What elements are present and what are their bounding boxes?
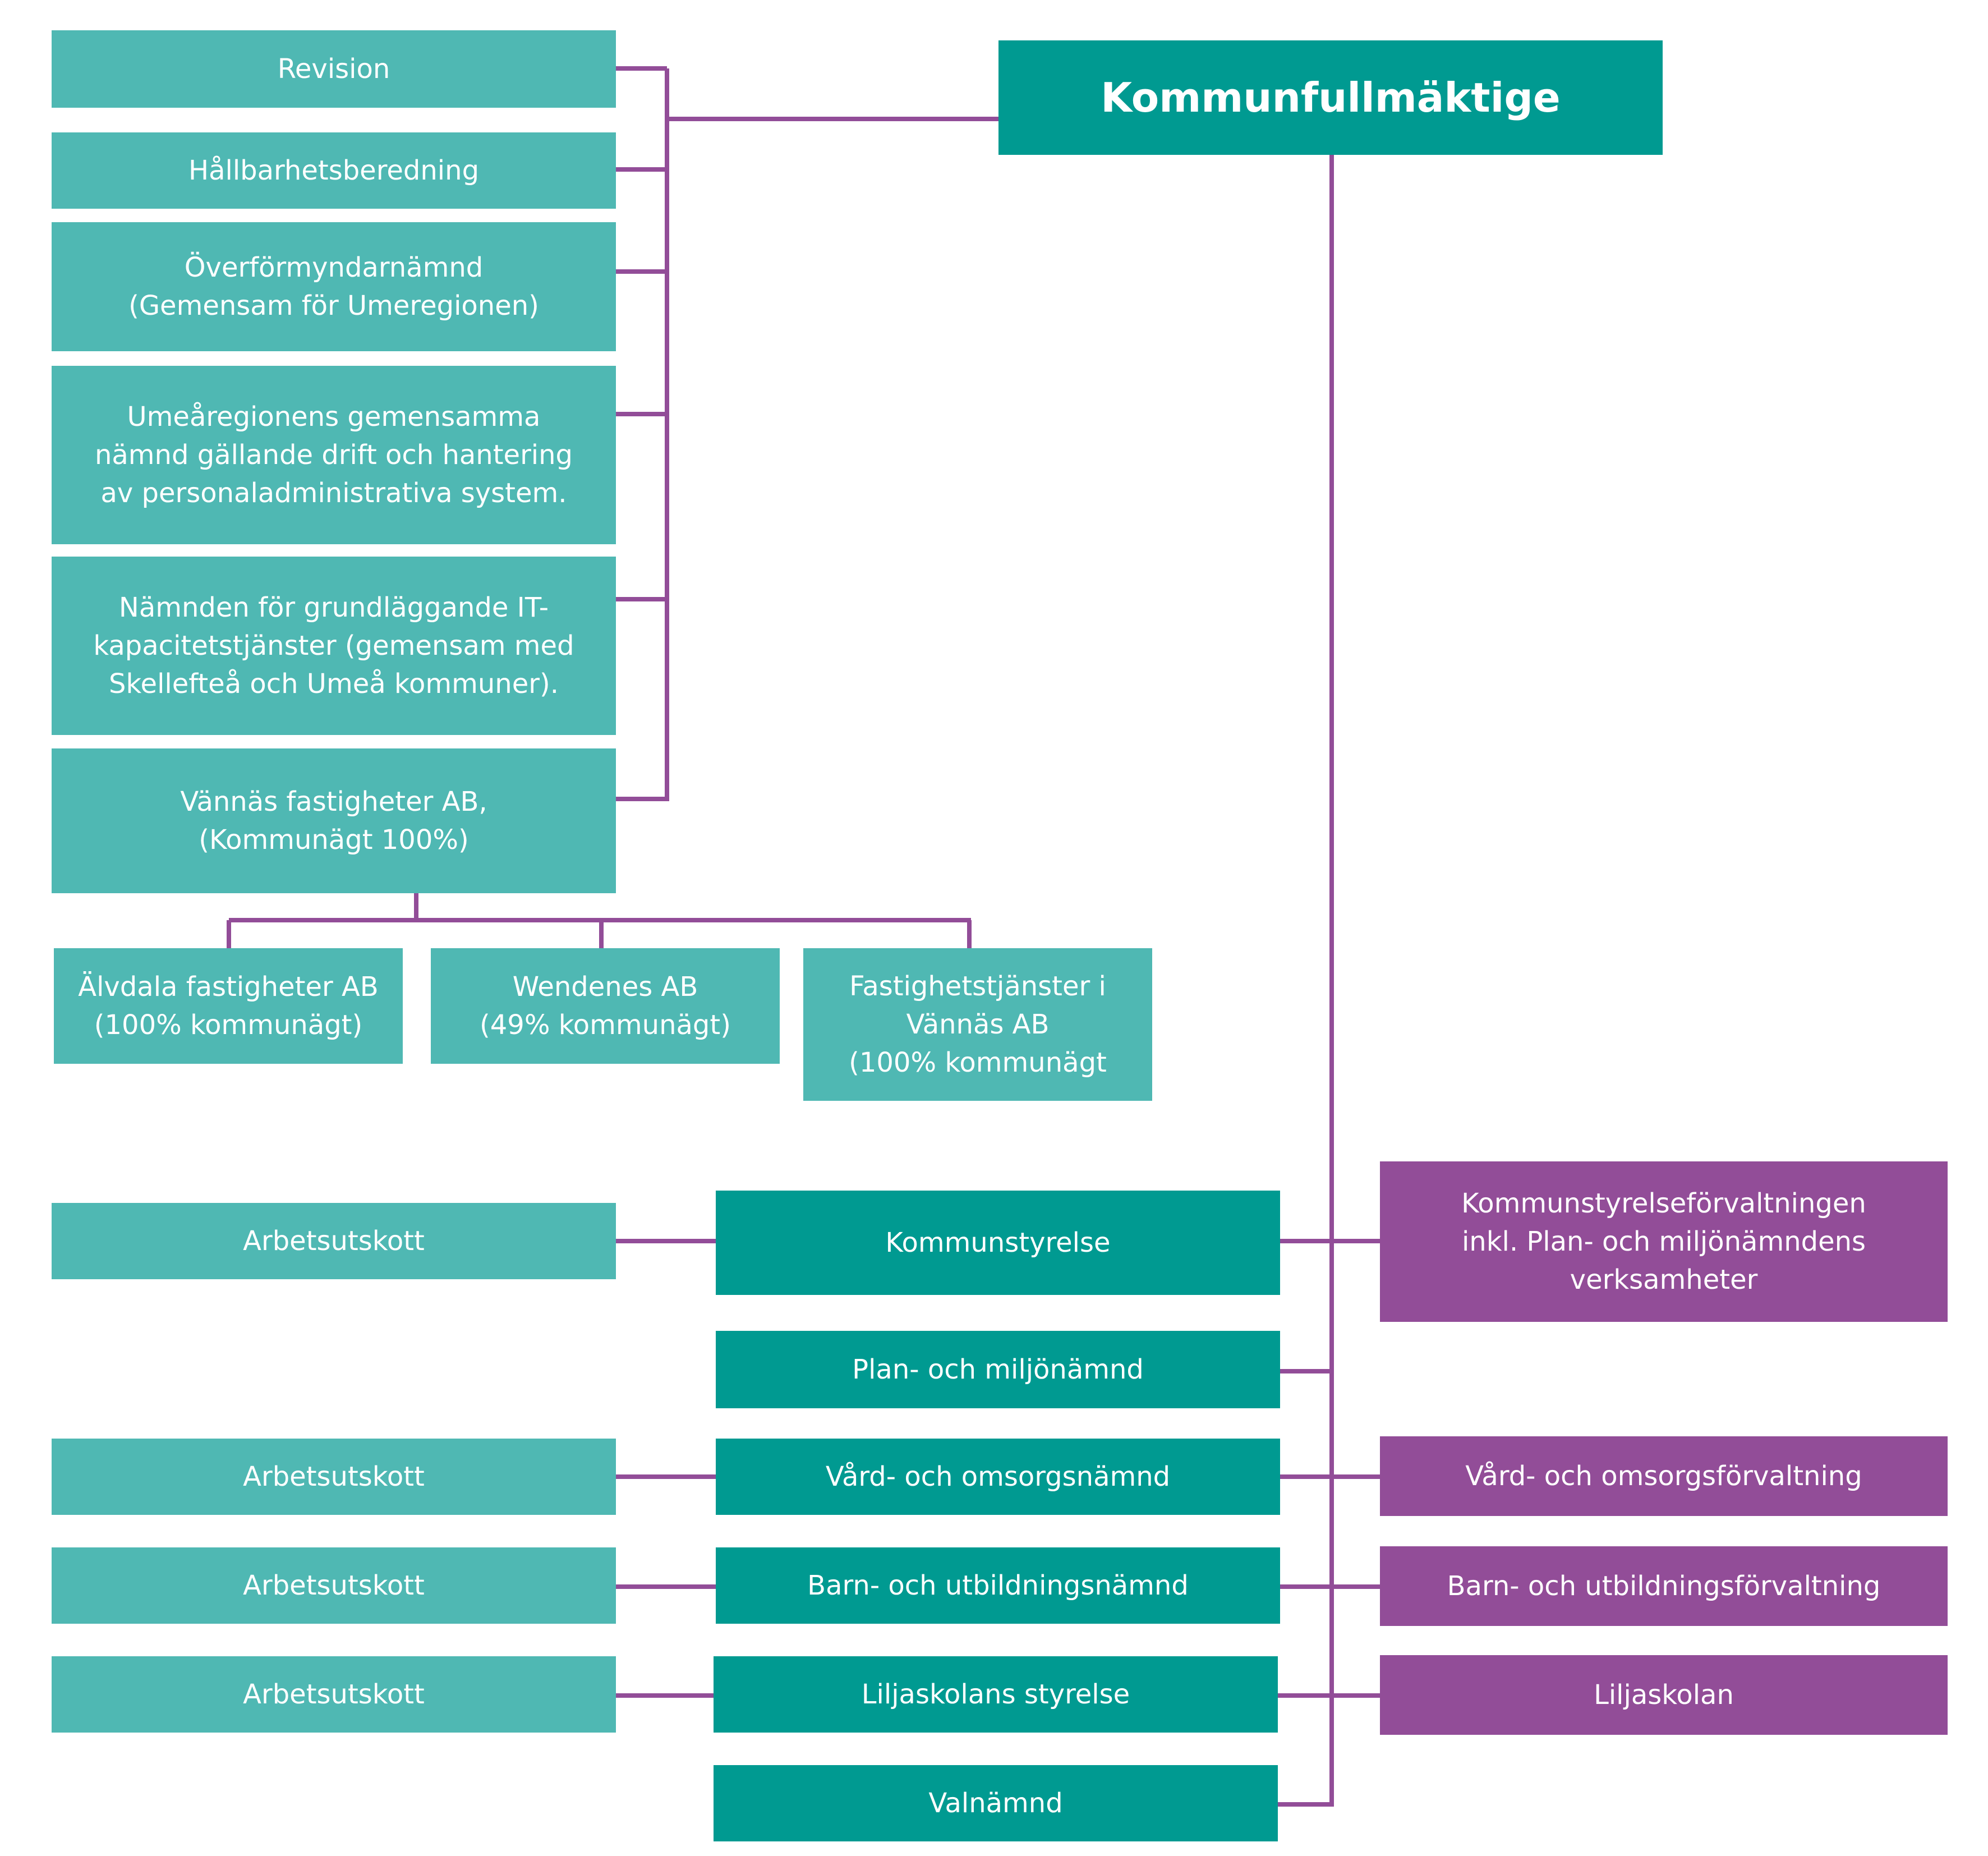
barn-utbildningsnamnd-box: Barn- och utbildningsnämnd [716, 1547, 1280, 1624]
valnamnd-box: Valnämnd [714, 1765, 1278, 1841]
hallbarhetsberedning-box: Hållbarhetsberedning [52, 132, 616, 209]
kommunfullmaktige-box: Kommunfullmäktige [998, 40, 1663, 155]
liljaskolans-styrelse-box: Liljaskolans styrelse [714, 1656, 1278, 1733]
liljaskolan-box: Liljaskolan [1380, 1655, 1948, 1735]
kommunstyrelseforvaltningen-box: Kommunstyrelseförvaltningen inkl. Plan- … [1380, 1161, 1948, 1322]
kommunstyrelse-box: Kommunstyrelse [716, 1191, 1280, 1295]
plan-miljonamnd-box: Plan- och miljönämnd [716, 1331, 1280, 1408]
arbetsutskott-lilja-box: Arbetsutskott [52, 1656, 616, 1733]
vard-omsorgsnamnd-box: Vård- och omsorgsnämnd [716, 1439, 1280, 1515]
barn-utbildningsforvaltning-box: Barn- och utbildningsförvaltning [1380, 1546, 1948, 1626]
fastighetstjanster-box: Fastighetstjänster i Vännäs AB (100% kom… [803, 948, 1152, 1101]
alvdala-fastigheter-box: Älvdala fastigheter AB (100% kommunägt) [54, 948, 403, 1064]
wendenes-box: Wendenes AB (49% kommunägt) [431, 948, 780, 1064]
umearegionen-namnd-box: Umeåregionens gemensamma nämnd gällande … [52, 366, 616, 544]
vard-omsorgsforvaltning-box: Vård- och omsorgsförvaltning [1380, 1436, 1948, 1516]
arbetsutskott-barn-box: Arbetsutskott [52, 1547, 616, 1624]
revision-box: Revision [52, 30, 616, 108]
arbetsutskott-vard-box: Arbetsutskott [52, 1439, 616, 1515]
it-namnd-box: Nämnden för grundläggande IT- kapacitets… [52, 557, 616, 735]
overformyndarnamnd-box: Överförmyndarnämnd (Gemensam för Umeregi… [52, 222, 616, 351]
vannas-fastigheter-box: Vännäs fastigheter AB, (Kommunägt 100%) [52, 748, 616, 893]
arbetsutskott-ks-box: Arbetsutskott [52, 1203, 616, 1279]
